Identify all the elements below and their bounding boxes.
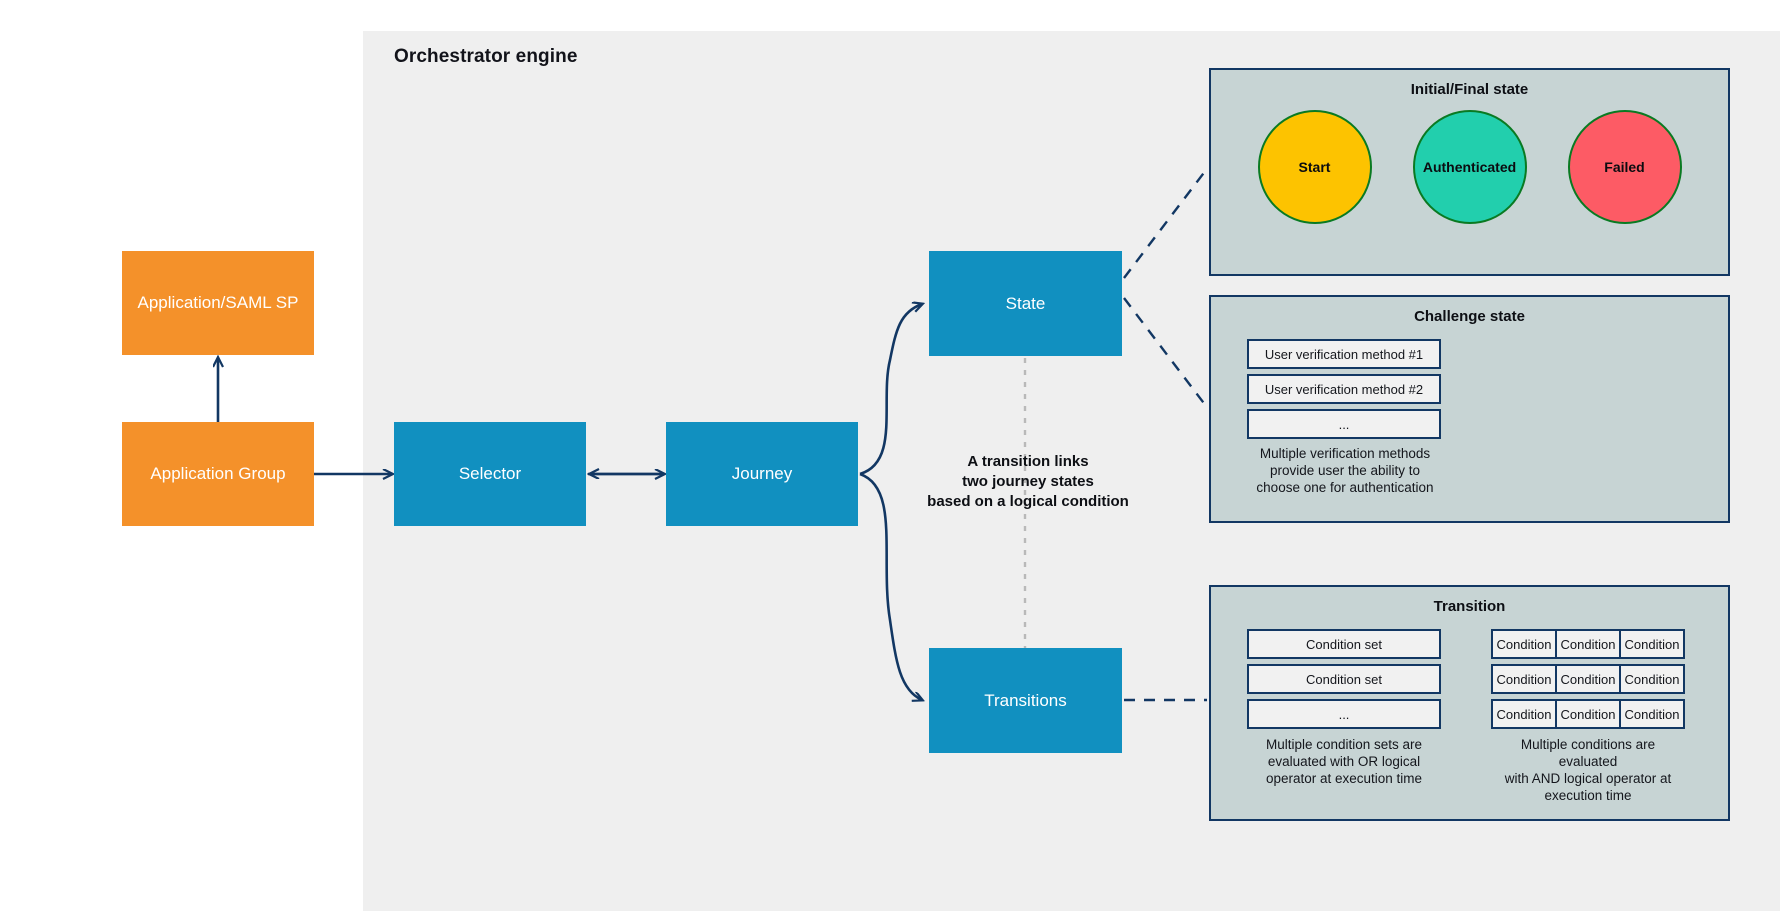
condition-cell[interactable]: Condition [1620, 699, 1685, 729]
node-selector[interactable]: Selector [394, 422, 586, 526]
condition-grid-note-line-3: execution time [1544, 788, 1632, 803]
condition-grid-row: Condition Condition Condition [1491, 664, 1685, 694]
challenge-note-line-2: provide user the ability to [1269, 463, 1421, 478]
condition-cell[interactable]: Condition [1491, 664, 1556, 694]
challenge-note-line-1: Multiple verification methods [1259, 446, 1431, 461]
condition-cell[interactable]: Condition [1491, 629, 1556, 659]
condition-set-item[interactable]: ... [1247, 699, 1441, 729]
condition-cell[interactable]: Condition [1556, 699, 1620, 729]
challenge-state-note: Multiple verification methods provide us… [1225, 445, 1465, 496]
panel-title-initial-final: Initial/Final state [1410, 81, 1529, 98]
panel-title-transition: Transition [1433, 598, 1506, 615]
transition-annotation: A transition links two journey states ba… [888, 452, 1168, 511]
condition-grid-note: Multiple conditions are evaluated with A… [1491, 736, 1685, 804]
condition-grid-note-line-2: with AND logical operator at [1504, 771, 1672, 786]
annotation-line-3: based on a logical condition [927, 492, 1129, 510]
condition-cell[interactable]: Condition [1491, 699, 1556, 729]
node-state[interactable]: State [929, 251, 1122, 356]
node-application-group[interactable]: Application Group [122, 422, 314, 526]
condition-set-column: Condition set Condition set ... Multiple… [1247, 629, 1441, 804]
condition-grid-row: Condition Condition Condition [1491, 629, 1685, 659]
node-journey[interactable]: Journey [666, 422, 858, 526]
panel-transition: Transition Condition set Condition set .… [1209, 585, 1730, 821]
condition-cell[interactable]: Condition [1556, 629, 1620, 659]
condition-cell[interactable]: Condition [1620, 664, 1685, 694]
condition-set-item[interactable]: Condition set [1247, 664, 1441, 694]
panel-initial-final-state: Initial/Final state Start Authenticated … [1209, 68, 1730, 276]
condition-set-item[interactable]: Condition set [1247, 629, 1441, 659]
condition-cell[interactable]: Condition [1620, 629, 1685, 659]
condition-set-note-line-1: Multiple condition sets are [1265, 737, 1423, 752]
condition-set-note: Multiple condition sets are evaluated wi… [1247, 736, 1441, 787]
state-circle-start[interactable]: Start [1257, 110, 1372, 224]
node-application-saml-sp[interactable]: Application/SAML SP [122, 251, 314, 355]
panel-title-challenge-state: Challenge state [1414, 308, 1525, 325]
annotation-line-1: A transition links [967, 453, 1089, 470]
condition-cell[interactable]: Condition [1556, 664, 1620, 694]
verification-method-list: User verification method #1 User verific… [1247, 339, 1441, 439]
state-circle-authenticated[interactable]: Authenticated [1412, 110, 1527, 224]
verification-method-item[interactable]: ... [1247, 409, 1441, 439]
condition-set-note-line-3: operator at execution time [1265, 771, 1423, 786]
condition-grid-column: Condition Condition Condition Condition … [1491, 629, 1685, 804]
annotation-line-2: two journey states [962, 472, 1094, 490]
state-circle-row: Start Authenticated Failed [1211, 110, 1728, 224]
state-circle-failed[interactable]: Failed [1567, 110, 1682, 224]
condition-set-note-line-2: evaluated with OR logical [1267, 754, 1421, 769]
challenge-note-line-3: choose one for authentication [1256, 480, 1434, 495]
page-title: Orchestrator engine [394, 46, 578, 67]
transition-columns: Condition set Condition set ... Multiple… [1211, 629, 1728, 804]
condition-grid-note-line-1: Multiple conditions are evaluated [1520, 737, 1656, 769]
verification-method-item[interactable]: User verification method #2 [1247, 374, 1441, 404]
node-transitions[interactable]: Transitions [929, 648, 1122, 753]
condition-grid-row: Condition Condition Condition [1491, 699, 1685, 729]
panel-challenge-state: Challenge state User verification method… [1209, 295, 1730, 523]
verification-method-item[interactable]: User verification method #1 [1247, 339, 1441, 369]
